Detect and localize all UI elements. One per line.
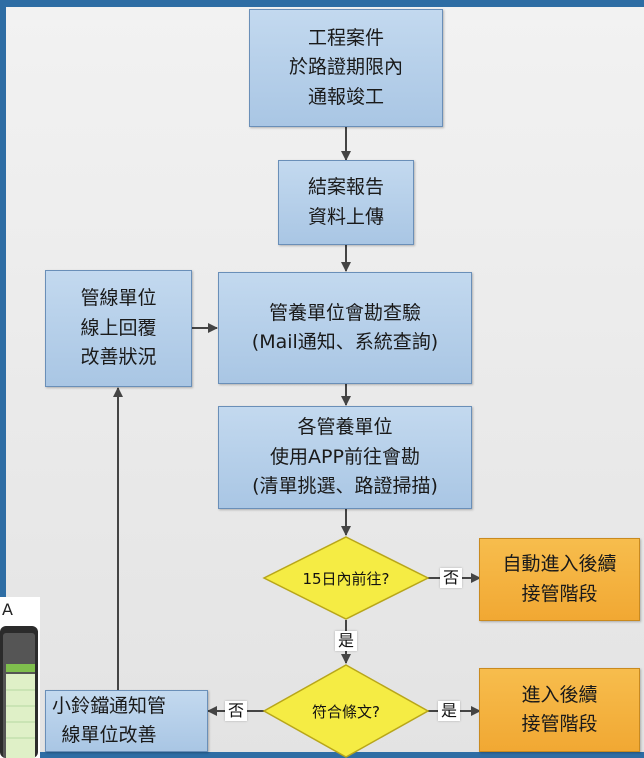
step-report-upload: 結案報告 資料上傳 <box>278 160 414 245</box>
step-auto-takeover: 自動進入後續 接管階段 <box>479 538 640 621</box>
decision-text-compliance: 符合條文? <box>312 702 380 721</box>
step-inspection: 管養單位會勘查驗 (Mail通知、系統查詢) <box>218 272 472 384</box>
corner-text-fragment: A <box>2 600 13 619</box>
step-bell-notify: 小鈴鐺通知管 線單位改善 <box>45 690 208 752</box>
label-no-compliance: 否 <box>225 701 248 721</box>
label-yes-compliance: 是 <box>438 701 461 721</box>
decision-text-15-days: 15日內前往? <box>302 569 390 588</box>
step-app-survey: 各管養單位 使用APP前往會勘 (清單挑選、路證掃描) <box>218 406 472 509</box>
decision-diamond-15-days <box>262 536 430 620</box>
left-frame-bar <box>0 0 6 758</box>
label-no-15-days: 否 <box>440 568 463 588</box>
top-frame-bar <box>0 0 644 7</box>
phone-fragment <box>0 597 40 758</box>
step-pipeline-reply: 管線單位 線上回覆 改善狀況 <box>45 270 192 387</box>
label-yes-15-days: 是 <box>335 631 358 651</box>
decision-diamond-compliance <box>262 664 430 758</box>
bottom-frame-bar <box>0 752 644 758</box>
step-takeover: 進入後續 接管階段 <box>479 668 640 752</box>
step-completion-report: 工程案件 於路證期限內 通報竣工 <box>249 9 443 127</box>
